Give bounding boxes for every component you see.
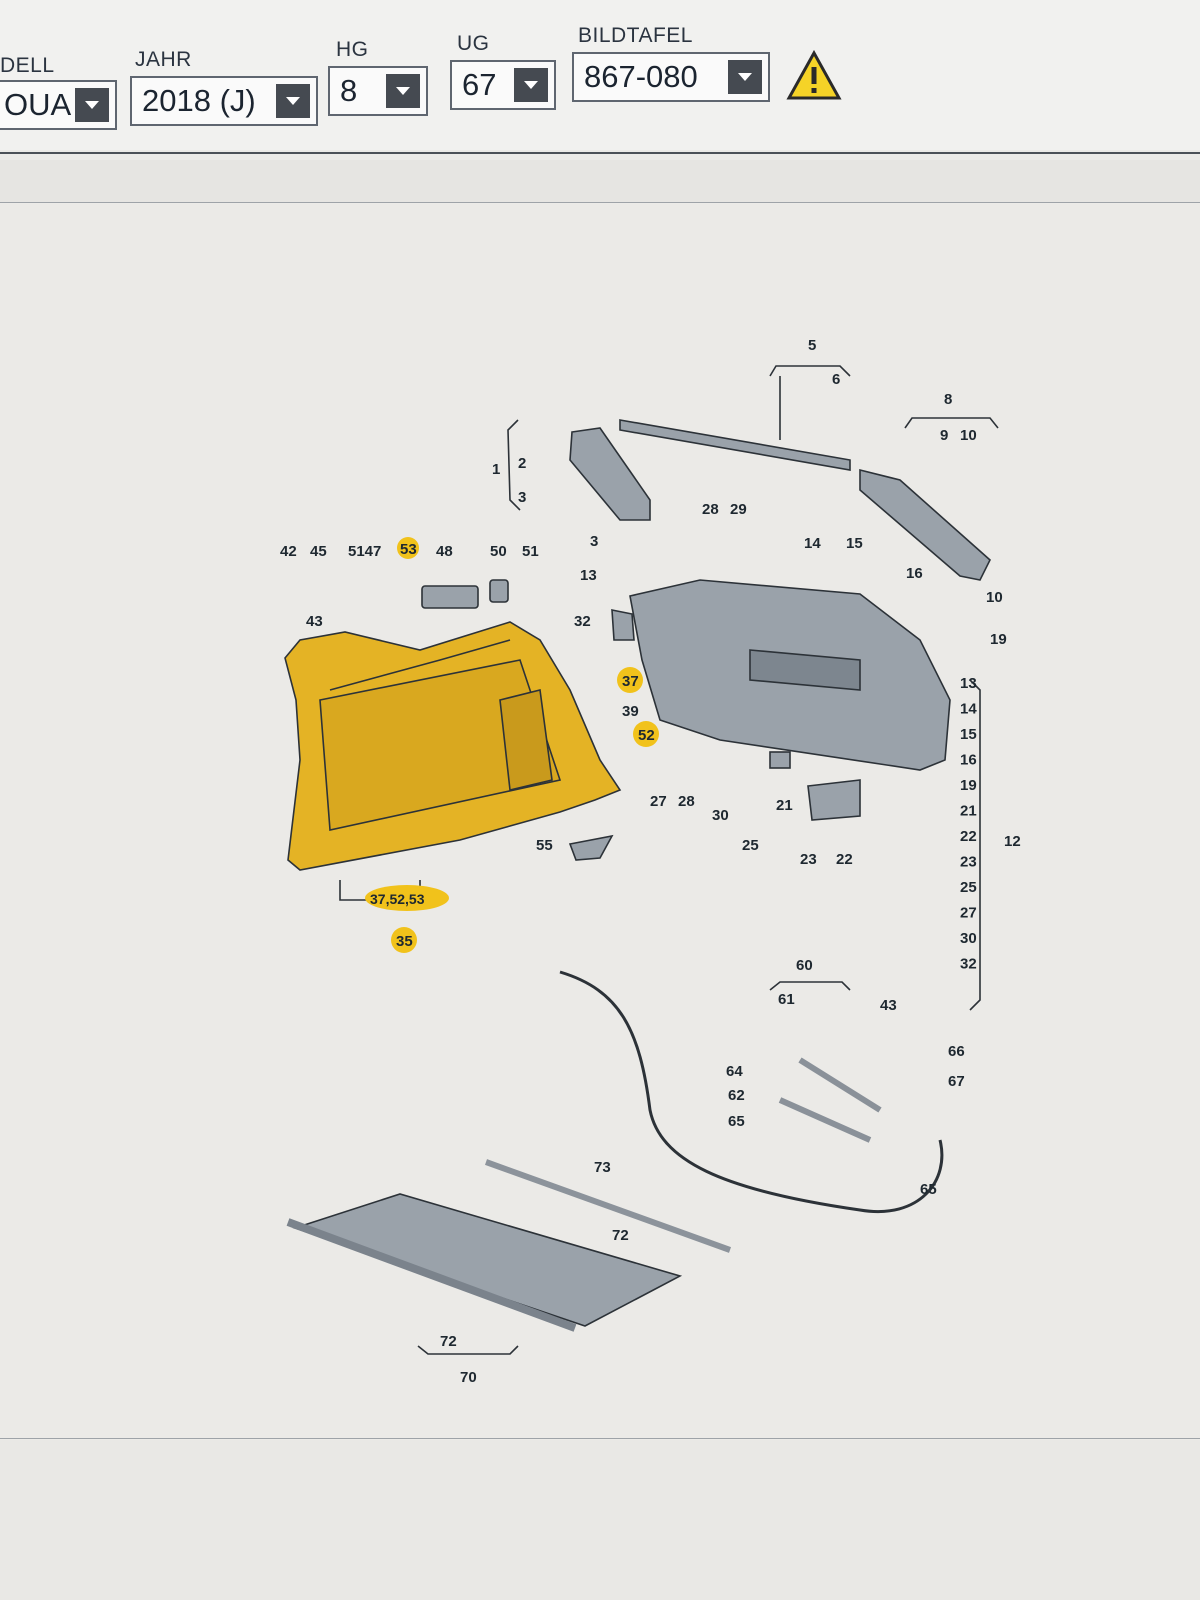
modell-value: OUA [4, 87, 72, 122]
bracket-list-item: 25 [960, 879, 977, 896]
chevron-down-icon[interactable] [75, 88, 109, 122]
bildtafel-select[interactable]: 867-080 [572, 52, 770, 102]
bracket-list-item: 19 [960, 777, 977, 794]
bracket-list-item: 15 [960, 726, 977, 743]
bildtafel-label: BILDTAFEL [578, 24, 693, 47]
callout-15: 15 [846, 535, 863, 552]
callout-64: 64 [726, 1063, 743, 1080]
chevron-down-icon[interactable] [276, 84, 310, 118]
callout-1: 1 [492, 461, 500, 478]
callout-25: 25 [742, 837, 759, 854]
callout-5147: 5147 [348, 543, 381, 560]
callout-67: 67 [948, 1073, 965, 1090]
jahr-label: JAHR [135, 48, 192, 71]
callout-9: 9 [940, 427, 948, 444]
callout-66: 66 [948, 1043, 965, 1060]
bracket-list-item: 14 [960, 701, 977, 718]
callout-37-52-53: 37,52,53 [370, 891, 425, 907]
callout-72b: 72 [440, 1333, 457, 1350]
bildtafel-value: 867-080 [584, 59, 698, 94]
callout-10: 10 [960, 427, 977, 444]
hg-label: HG [336, 38, 369, 61]
callout-2: 2 [518, 455, 526, 472]
chevron-down-icon[interactable] [514, 68, 548, 102]
callout-23: 23 [800, 851, 817, 868]
hg-select[interactable]: 8 [328, 66, 428, 116]
bracket-list-item: 32 [960, 956, 977, 973]
callout-12: 12 [1004, 833, 1021, 850]
callout-55: 55 [536, 837, 553, 854]
callout-30: 30 [712, 807, 729, 824]
callout-19: 19 [990, 631, 1007, 648]
callout-53: 53 [400, 541, 417, 558]
callout-61: 61 [778, 991, 795, 1008]
parts-catalog-header: DELL OUA JAHR 2018 (J) HG 8 UG 67 BILDTA… [0, 0, 1200, 150]
strip-divider [0, 202, 1200, 203]
callout-28: 28 [702, 501, 719, 518]
bracket-list-item: 16 [960, 752, 977, 769]
toolbar-strip [0, 160, 1200, 202]
part-group-list: 13 14 15 16 19 21 22 23 25 27 30 32 [960, 675, 977, 973]
callout-35: 35 [396, 933, 413, 950]
callout-29: 29 [730, 501, 747, 518]
hg-value: 8 [340, 73, 358, 108]
bracket-list-item: 13 [960, 675, 977, 692]
callout-21: 21 [776, 797, 793, 814]
callout-73: 73 [594, 1159, 611, 1176]
callout-14: 14 [804, 535, 821, 552]
modell-select[interactable]: OUA [0, 80, 117, 130]
callout-3b: 3 [590, 533, 598, 550]
callout-27: 27 [650, 793, 667, 810]
jahr-value: 2018 (J) [142, 83, 256, 118]
parts-list-area [0, 1440, 1200, 1600]
callout-32: 32 [574, 613, 591, 630]
callout-72: 72 [612, 1227, 629, 1244]
callout-39: 39 [622, 703, 639, 720]
callout-22: 22 [836, 851, 853, 868]
callout-37: 37 [622, 673, 639, 690]
warning-triangle-icon[interactable] [786, 50, 842, 102]
header-divider [0, 152, 1200, 154]
callout-60: 60 [796, 957, 813, 974]
callout-43b: 43 [880, 997, 897, 1014]
bracket-list-item: 21 [960, 803, 977, 820]
callout-62: 62 [728, 1087, 745, 1104]
jahr-select[interactable]: 2018 (J) [130, 76, 318, 126]
callout-13: 13 [580, 567, 597, 584]
bracket-list-item: 23 [960, 854, 977, 871]
callout-16: 16 [906, 565, 923, 582]
bracket-list-item: 27 [960, 905, 977, 922]
exploded-parts-diagram: 1 2 3 5 6 8 9 10 3 13 28 29 14 15 16 10 … [0, 204, 1200, 1438]
diagram-bottom-divider [0, 1438, 1200, 1439]
callout-5: 5 [808, 337, 816, 354]
callout-52: 52 [638, 727, 655, 744]
chevron-down-icon[interactable] [386, 74, 420, 108]
callout-50: 50 [490, 543, 507, 560]
modell-label: DELL [0, 54, 55, 77]
callout-10b: 10 [986, 589, 1003, 606]
callout-28b: 28 [678, 793, 695, 810]
callout-65b: 65 [920, 1181, 937, 1198]
callout-70: 70 [460, 1369, 477, 1386]
ug-value: 67 [462, 67, 497, 102]
callout-6: 6 [832, 371, 840, 388]
callout-48: 48 [436, 543, 453, 560]
callout-3: 3 [518, 489, 526, 506]
callout-65: 65 [728, 1113, 745, 1130]
bracket-list-item: 30 [960, 930, 977, 947]
callout-8: 8 [944, 391, 952, 408]
bracket-list-item: 22 [960, 828, 977, 845]
callout-43: 43 [306, 613, 323, 630]
diagram-canvas: 1 2 3 5 6 8 9 10 3 13 28 29 14 15 16 10 … [280, 337, 1021, 1386]
callout-42: 42 [280, 543, 297, 560]
chevron-down-icon[interactable] [728, 60, 762, 94]
callout-45: 45 [310, 543, 327, 560]
ug-label: UG [457, 32, 490, 55]
ug-select[interactable]: 67 [450, 60, 556, 110]
callout-51: 51 [522, 543, 539, 560]
